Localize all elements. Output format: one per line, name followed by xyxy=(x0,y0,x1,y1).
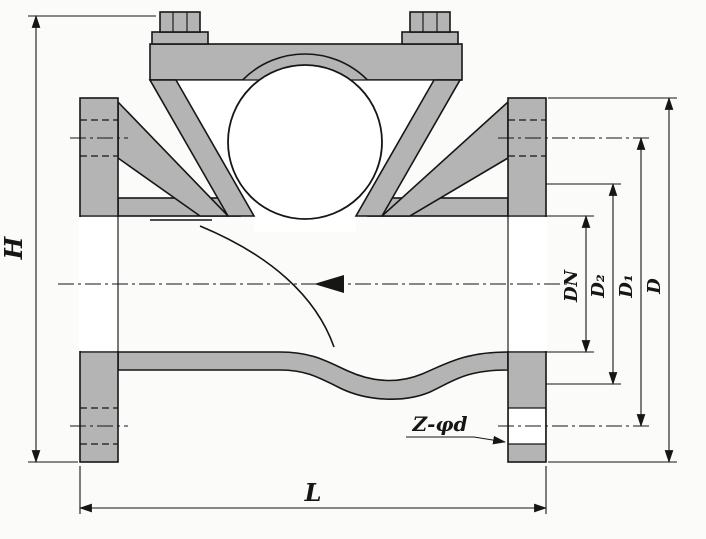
dimension-d: D xyxy=(548,96,677,464)
label-d1: D₁ xyxy=(616,274,637,299)
dimensions: H L DN D₂ D₁ xyxy=(0,14,677,514)
leader-line xyxy=(473,435,507,445)
label-z-phi-d: Z-φd xyxy=(412,412,468,436)
dimension-l: L xyxy=(78,466,548,514)
bolt-washer xyxy=(401,31,459,45)
bolt-hole-callout: Z-φd xyxy=(406,412,507,445)
bolt-nut xyxy=(159,11,201,33)
dimension-d2: D₂ xyxy=(546,182,621,386)
disc-swing-curve xyxy=(199,225,335,348)
label-d2: D₂ xyxy=(588,274,609,299)
dimension-h: H xyxy=(0,14,156,464)
pipe-wall-bottom xyxy=(117,351,509,400)
disc-chamber xyxy=(227,64,383,220)
bolt-right xyxy=(401,11,459,45)
label-h: H xyxy=(0,235,28,260)
bolt-left xyxy=(151,11,209,45)
label-dn: DN xyxy=(561,268,582,303)
dimension-d1: D₁ xyxy=(616,136,646,428)
valve-body xyxy=(58,11,649,463)
flow-arrow xyxy=(314,275,344,293)
label-l: L xyxy=(304,478,322,507)
bonnet-wall-left xyxy=(148,79,256,217)
bolt-nut xyxy=(409,11,451,33)
label-d: D xyxy=(644,278,665,295)
dimension-dn: DN xyxy=(546,214,594,354)
bolt-washer xyxy=(151,31,209,45)
